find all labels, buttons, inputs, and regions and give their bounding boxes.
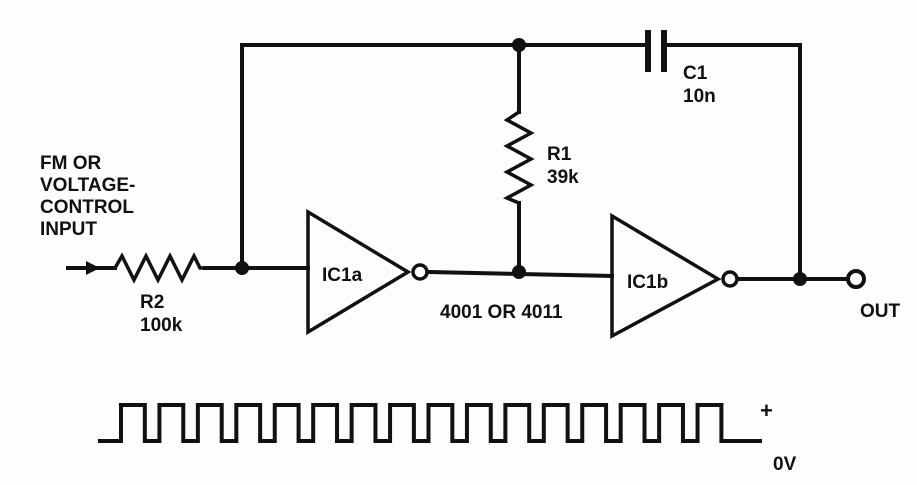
c1-name-label: C1 — [683, 63, 708, 84]
input-label-line-3: CONTROL — [40, 197, 134, 218]
junction-dot — [512, 265, 526, 279]
r1-resistor — [502, 110, 535, 205]
junctions — [235, 38, 807, 286]
waveform-low-label: 0V — [773, 454, 797, 475]
r1-value-label: 39k — [547, 167, 579, 188]
junction-dot — [235, 261, 249, 275]
input-label-line-1: FM OR — [40, 153, 101, 174]
r2-value-label: 100k — [140, 315, 183, 336]
ic1b-inverter-bubble — [721, 270, 739, 288]
input-label-line-2: VOLTAGE- — [40, 175, 135, 196]
c1-capacitor — [645, 30, 667, 72]
output-label: OUT — [860, 301, 901, 322]
input-label-line-4: INPUT — [40, 219, 97, 240]
r2-name-label: R2 — [140, 292, 164, 313]
ic1a-inverter-bubble — [411, 263, 429, 281]
junction-dot — [793, 272, 807, 286]
waveform-high-label: + — [760, 398, 773, 423]
input-arrow-icon — [86, 261, 100, 275]
square-waveform — [98, 403, 762, 443]
c1-value-label: 10n — [683, 86, 716, 107]
ic1b-label: IC1b — [627, 272, 668, 293]
ic-type-label: 4001 OR 4011 — [440, 302, 563, 323]
output-terminal — [846, 269, 866, 289]
r1-name-label: R1 — [547, 144, 572, 165]
ic1a-gate — [306, 208, 429, 336]
ic1b-gate — [610, 212, 739, 339]
junction-dot — [512, 38, 526, 52]
r2-resistor — [113, 252, 205, 284]
wires — [66, 43, 851, 281]
ic1a-label: IC1a — [322, 265, 363, 286]
